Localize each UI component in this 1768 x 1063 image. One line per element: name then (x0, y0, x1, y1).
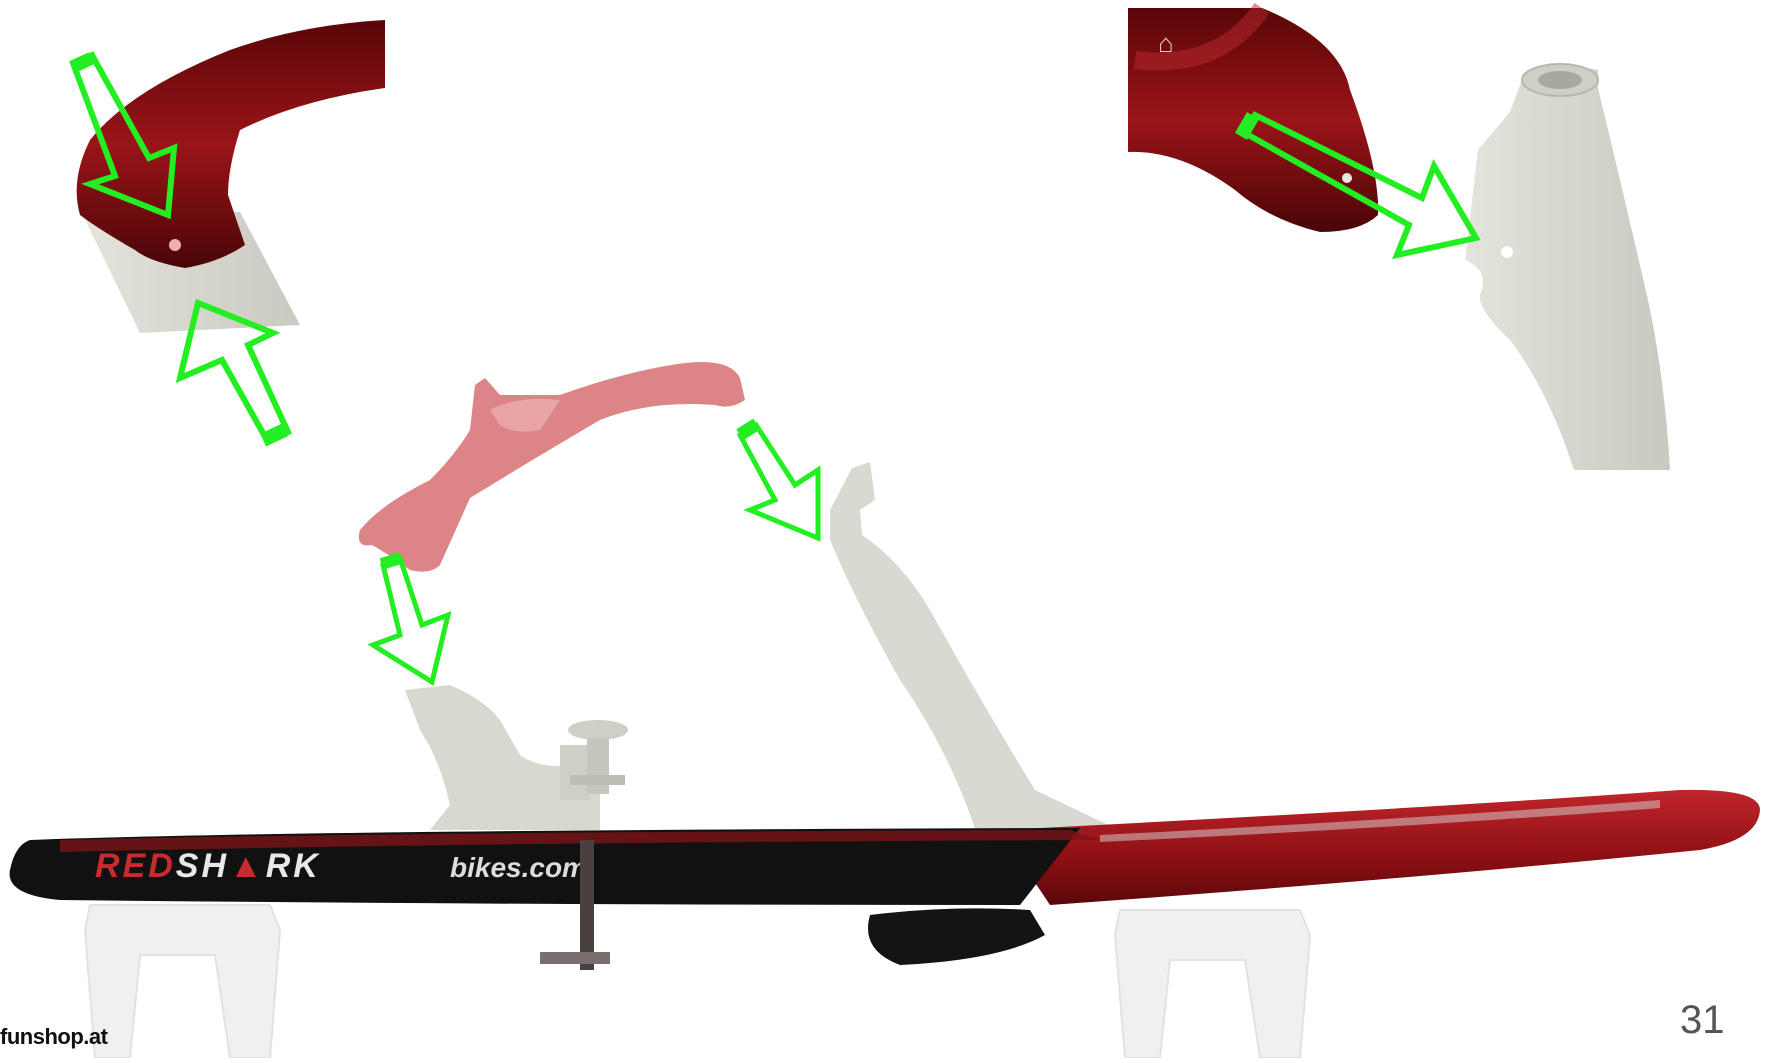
inset-top-right: ⌂ (1128, 8, 1670, 470)
grey-post-part (1465, 68, 1670, 470)
board-brand-url: bikes.com (450, 852, 587, 883)
inset-top-left (70, 20, 385, 446)
funshop-logo: funshop.at (0, 1024, 107, 1050)
page-number: 31 (1680, 998, 1725, 1043)
green-arrow (736, 419, 818, 538)
fin (868, 908, 1045, 965)
red-frame-part (77, 20, 385, 268)
home-icon: ⌂ (1158, 28, 1174, 58)
board-brand-text: REDSH▲RK (95, 847, 321, 885)
board-stand-left (85, 905, 280, 1058)
paddle-board: REDSH▲RK bikes.com (10, 790, 1760, 905)
front-post-part (830, 462, 1140, 845)
seat-mount-part (405, 685, 600, 830)
bolt-hole (1342, 173, 1352, 183)
bolt-hole (169, 239, 181, 251)
bolt-hole (1501, 246, 1513, 258)
board-stand-right (1115, 910, 1310, 1058)
green-arrow (373, 552, 448, 682)
handlebar-frame (359, 362, 745, 572)
